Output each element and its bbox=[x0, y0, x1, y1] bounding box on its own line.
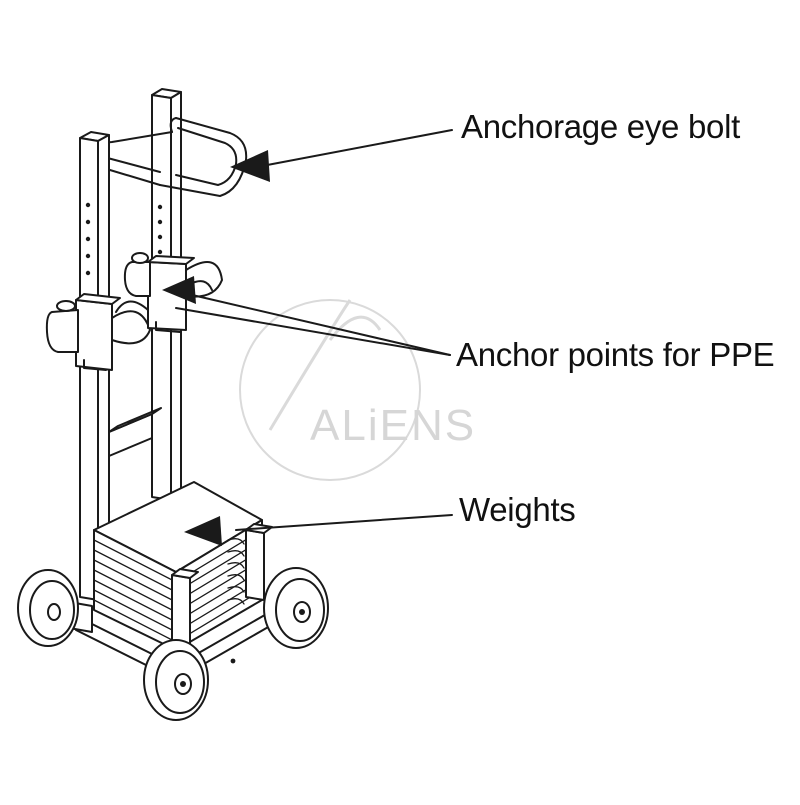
wheel-right bbox=[263, 567, 329, 649]
watermark: ALiENS bbox=[239, 299, 476, 481]
leader-eye-bolt bbox=[230, 129, 453, 182]
label-anchor-points-ppe: Anchor points for PPE bbox=[456, 336, 775, 373]
label-weights: Weights bbox=[459, 491, 576, 528]
leader-ppe bbox=[162, 276, 451, 356]
watermark-text: ALiENS bbox=[310, 401, 476, 450]
leader-weights bbox=[184, 514, 453, 546]
label-anchorage-eye-bolt: Anchorage eye bolt bbox=[461, 108, 740, 145]
wheel-front bbox=[143, 639, 209, 721]
arrow-weights bbox=[184, 516, 222, 546]
weight-stack bbox=[93, 481, 273, 653]
arrow-eye-bolt bbox=[230, 150, 270, 182]
ppe-anchor-clamps bbox=[45, 252, 223, 371]
cross-bar bbox=[108, 407, 162, 457]
wheel-left bbox=[17, 569, 79, 647]
arrow-ppe bbox=[162, 276, 196, 304]
